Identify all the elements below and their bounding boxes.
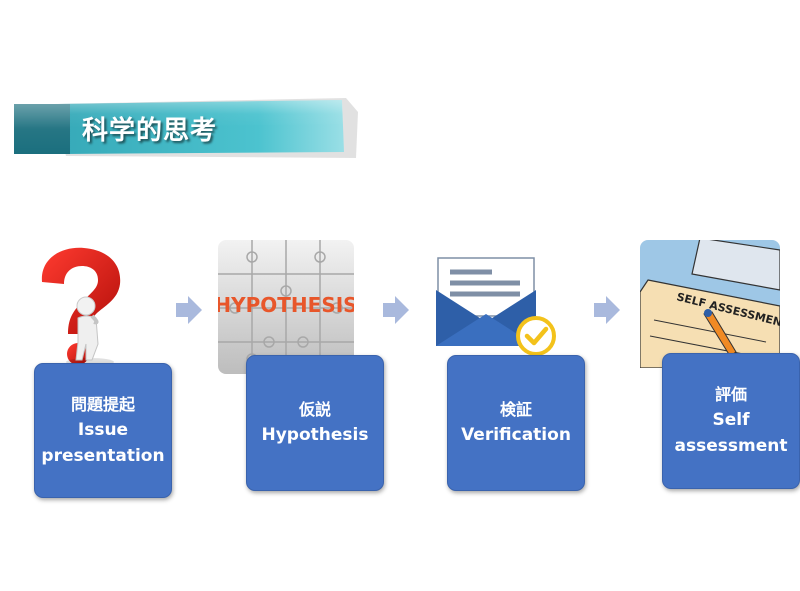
step-card-hypothesis: 仮説 Hypothesis — [246, 355, 384, 491]
title-banner: 科学的思考 — [14, 98, 358, 158]
step-label-en: Self — [712, 410, 750, 430]
step-label-en: Issue — [77, 419, 129, 440]
puzzle-word: HYPOTHESIS — [218, 293, 354, 317]
step-label-en: Verification — [461, 425, 571, 445]
step-card-self-assessment: 評価 Self assessment — [662, 353, 800, 489]
arrow-right-icon — [594, 296, 620, 324]
step-card-issue: 問題提起 Issue presentation — [34, 363, 172, 498]
step-card-verification: 検証 Verification — [447, 355, 585, 491]
banner-background — [14, 98, 358, 158]
hypothesis-puzzle-icon: HYPOTHESIS — [218, 240, 354, 374]
step-label-jp: 評価 — [714, 385, 747, 404]
step-label-jp: 問題提起 — [70, 394, 135, 414]
arrow-right-icon — [176, 296, 202, 324]
step-label-en: Hypothesis — [261, 425, 369, 445]
step-label-en-2: assessment — [674, 436, 788, 456]
arrow-right-icon — [383, 296, 409, 324]
envelope-check-icon — [436, 257, 556, 356]
step-label-jp: 仮説 — [298, 400, 331, 419]
question-mark-figure-icon — [41, 247, 121, 366]
page-title: 科学的思考 — [82, 116, 218, 146]
self-assessment-form-icon: SELF ASSESSMENT — [640, 240, 780, 368]
step-label-jp: 検証 — [499, 400, 532, 419]
step-label-en-2: presentation — [41, 445, 165, 466]
